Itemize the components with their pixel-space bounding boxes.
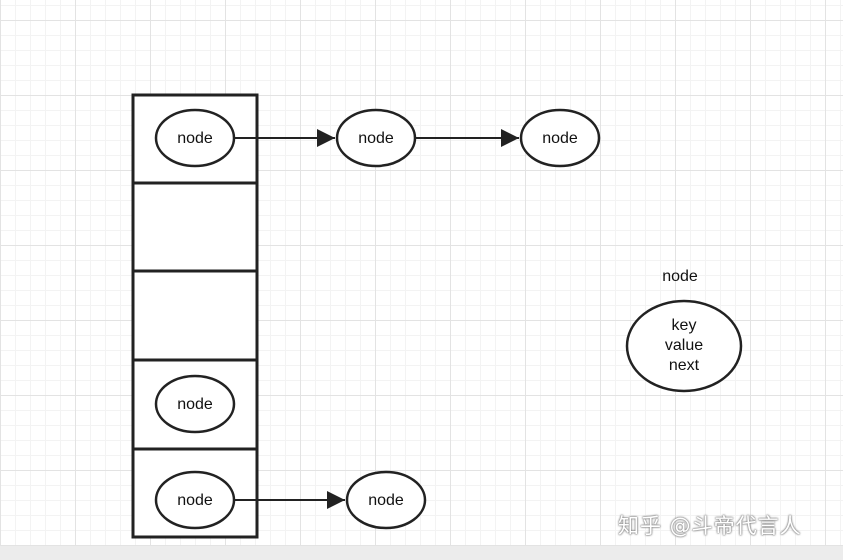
bucket-cell-1 bbox=[131, 181, 259, 273]
watermark: 知乎 @斗帝代言人 bbox=[618, 514, 802, 538]
node-label: node bbox=[177, 492, 213, 509]
node-label: node bbox=[177, 130, 213, 147]
bottom-strip bbox=[0, 546, 843, 560]
node-label: node bbox=[542, 130, 578, 147]
node-bucket4-second: node bbox=[345, 470, 427, 530]
node-field-next: next bbox=[669, 357, 700, 374]
node-bucket0-head: node bbox=[154, 108, 236, 168]
node-field-key: key bbox=[672, 317, 697, 334]
node-bucket0-third: node bbox=[519, 108, 601, 168]
node-legend-shape bbox=[625, 299, 743, 393]
node-field-value: value bbox=[665, 337, 703, 354]
node-bucket3-head: node bbox=[154, 374, 236, 434]
bucket-array bbox=[131, 93, 259, 539]
node-bucket4-head: node bbox=[154, 470, 236, 530]
bucket-cell-2 bbox=[131, 269, 259, 362]
node-bucket0-second: node bbox=[335, 108, 417, 168]
node-label: node bbox=[368, 492, 404, 509]
node-legend: node key value next bbox=[625, 268, 743, 393]
node-label: node bbox=[358, 130, 394, 147]
node-label: node bbox=[177, 396, 213, 413]
node-legend-title: node bbox=[662, 268, 698, 285]
